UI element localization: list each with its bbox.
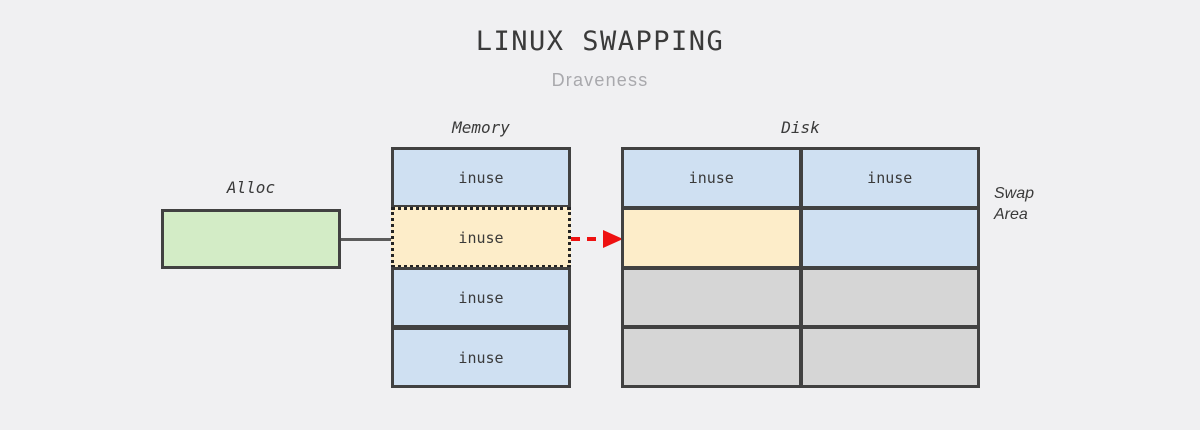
swap-out-arrow-icon	[571, 230, 623, 248]
memory-cell: inuse	[391, 147, 571, 208]
memory-column: inuse inuse inuse inuse	[391, 147, 571, 388]
swap-area-label-line1: Swap	[994, 185, 1035, 202]
disk-cell-swapping	[624, 209, 799, 266]
alloc-label: Alloc	[226, 178, 276, 197]
swap-area-label: Swap Area	[994, 183, 1084, 225]
disk-cell: inuse	[802, 150, 977, 206]
disk-cell-free	[802, 329, 977, 385]
memory-label: Memory	[452, 118, 510, 137]
alloc-connector-line	[341, 238, 393, 241]
disk-label: Disk	[781, 118, 820, 137]
disk-cell-free	[624, 329, 799, 385]
page-title: LINUX SWAPPING	[475, 26, 725, 57]
swap-area-label-line2: Area	[994, 206, 1028, 223]
disk-cell-free	[624, 269, 799, 326]
disk-cell	[802, 209, 977, 266]
disk-cell: inuse	[624, 150, 799, 206]
disk-grid: inuse inuse	[621, 147, 980, 388]
memory-cell: inuse	[391, 327, 571, 388]
memory-cell-swapping: inuse	[391, 207, 571, 268]
disk-cell-free	[802, 269, 977, 326]
alloc-box	[161, 209, 341, 269]
page-subtitle: Draveness	[551, 70, 649, 90]
memory-cell: inuse	[391, 267, 571, 328]
